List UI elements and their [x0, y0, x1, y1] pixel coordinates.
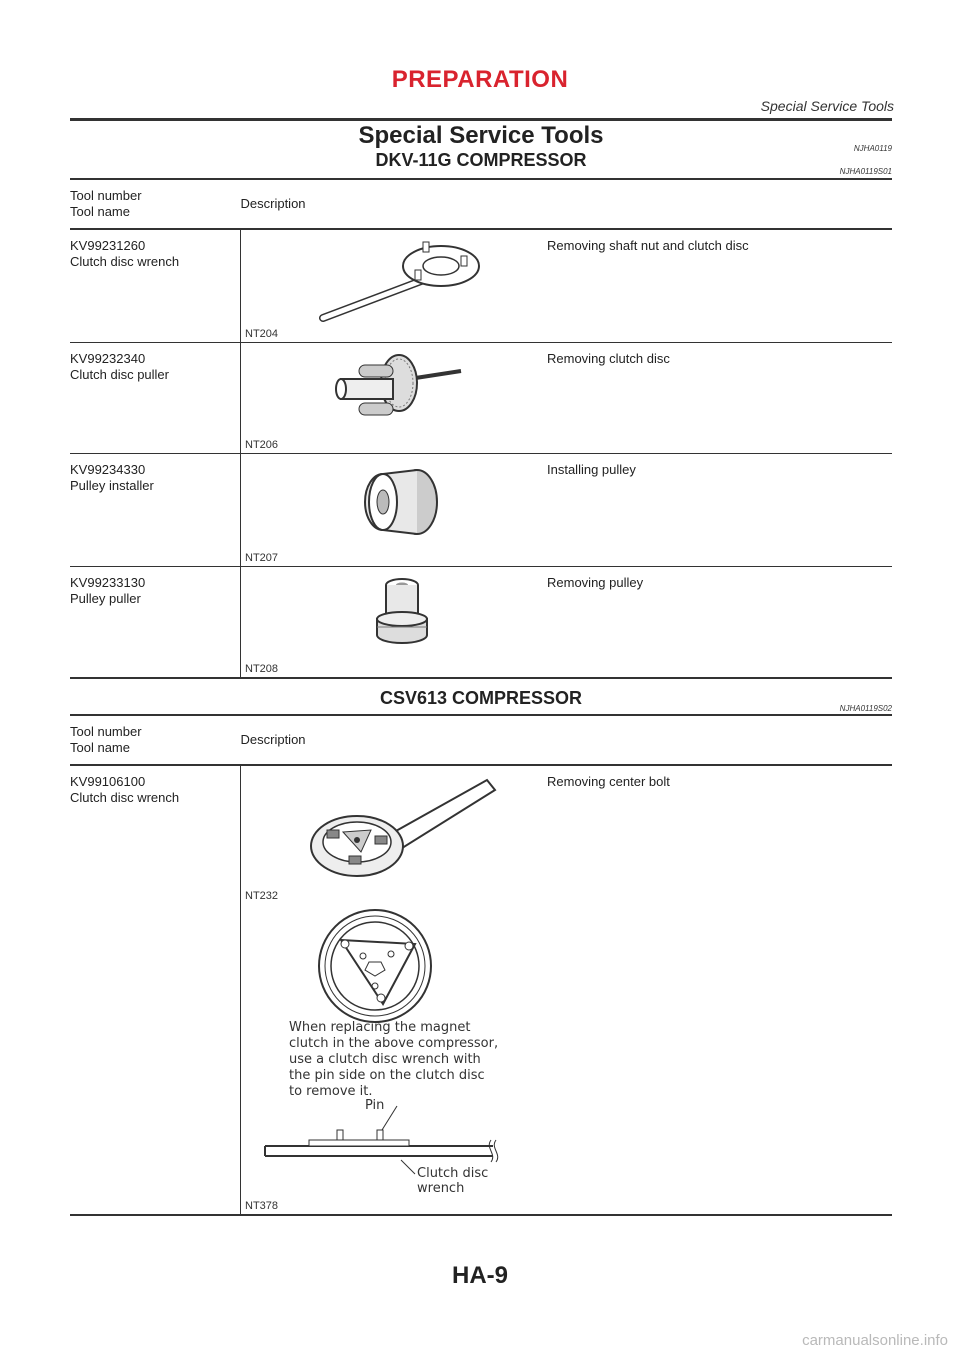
figure-code: NT378 — [245, 1200, 279, 1212]
tool-description: Removing center bolt — [547, 774, 670, 789]
figure-code: NT206 — [245, 439, 279, 451]
clutch-disc-puller-icon — [335, 354, 462, 416]
note-line: use a clutch disc wrench with — [289, 1052, 481, 1067]
pulley-installer-icon — [364, 469, 438, 535]
tool-figure: NT208 — [241, 567, 539, 677]
clutch-disc-wrench-icon — [319, 241, 480, 322]
figure-code: NT207 — [245, 552, 279, 564]
tool-name: Pulley installer — [70, 478, 154, 493]
tool-figure: NT207 — [241, 454, 539, 566]
tool-description: Removing clutch disc — [547, 351, 670, 366]
tool-description: Installing pulley — [547, 462, 636, 477]
header-title: PREPARATION — [391, 66, 569, 93]
header-tool-name: Tool name — [70, 740, 130, 755]
section-code-dkv: NJHA0119S01 — [839, 167, 892, 176]
tool-number: KV99233130 — [70, 575, 146, 590]
figure-note: When replacing the magnet clutch in the … — [289, 1020, 498, 1100]
figure-code: NT208 — [245, 663, 279, 675]
section-title-csv: CSV613 COMPRESSOR — [379, 688, 583, 708]
header-tool-number: Tool number — [70, 188, 142, 203]
tool-name: Clutch disc puller — [70, 367, 169, 382]
note-line: clutch in the above compressor, — [289, 1036, 499, 1051]
tool-figure: NT232 — [241, 766, 539, 904]
watermark: carmanualsonline.info — [802, 1332, 948, 1349]
tool-number: KV99234330 — [70, 462, 146, 477]
tool-number: KV99232340 — [70, 351, 146, 366]
tool-description: Removing pulley — [547, 575, 644, 590]
note-line: to remove it. — [289, 1084, 373, 1099]
header-description: Description — [240, 196, 306, 211]
tool-name: Clutch disc wrench — [70, 254, 180, 269]
header-subtitle: Special Service Tools — [760, 98, 894, 114]
tool-name: Pulley puller — [70, 591, 141, 606]
header-tool-name: Tool name — [70, 204, 130, 219]
callout-wrench: Clutch disc wrench — [417, 1166, 489, 1196]
tool-number: KV99106100 — [70, 774, 146, 789]
figure-code: NT204 — [245, 328, 279, 340]
header-divider — [70, 118, 892, 121]
header-description: Description — [240, 732, 306, 747]
tool-number: KV99231260 — [70, 238, 146, 253]
tool-name: Clutch disc wrench — [70, 790, 180, 805]
clutch-disc-wrench-icon — [310, 778, 497, 877]
page-number: HA-9 — [451, 1262, 508, 1289]
tool-figure-detail: When replacing the magnet clutch in the … — [241, 904, 539, 1214]
header-tool-number: Tool number — [70, 724, 142, 739]
tool-description: Removing shaft nut and clutch disc — [547, 238, 749, 253]
note-line: the pin side on the clutch disc — [289, 1068, 485, 1083]
section-code-csv: NJHA0119S02 — [839, 704, 892, 713]
page-title: Special Service Tools — [358, 122, 604, 149]
note-line: When replacing the magnet — [289, 1020, 471, 1035]
pulley-puller-icon — [376, 578, 428, 644]
callout-pin: Pin — [365, 1098, 385, 1113]
section-title-dkv: DKV-11G COMPRESSOR — [375, 150, 587, 170]
clutch-disc-diagram-icon — [264, 909, 499, 1175]
tool-figure: NT206 — [241, 343, 539, 453]
page-code: NJHA0119 — [853, 144, 892, 153]
tool-figure: NT204 — [241, 230, 539, 342]
figure-code: NT232 — [245, 890, 279, 902]
